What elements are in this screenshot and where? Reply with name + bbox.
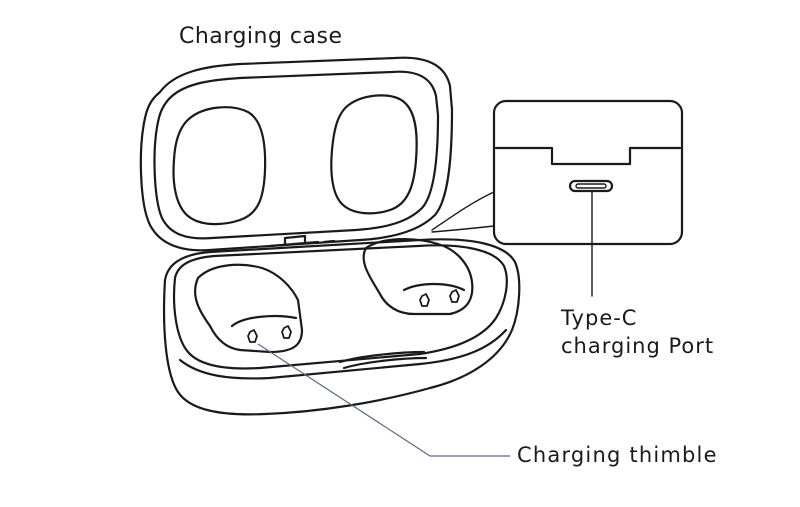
diagram-title: Charging case [179,24,343,49]
thimble-leader-line [257,343,510,457]
inset-connector-lines [431,191,495,233]
charging-thimbles [247,289,460,343]
base-left-well [193,263,304,354]
lid-left-cavity [172,106,267,226]
case-lid [139,56,454,252]
case-base [162,237,521,416]
port-inset [492,99,684,246]
charging-port-label: charging Port [561,334,715,358]
type-c-port-icon [568,179,614,193]
base-right-well [362,237,474,316]
type-c-label: Type-C [561,306,638,330]
charging-thimble-label: Charging thimble [517,443,718,467]
lid-right-cavity [330,94,418,215]
